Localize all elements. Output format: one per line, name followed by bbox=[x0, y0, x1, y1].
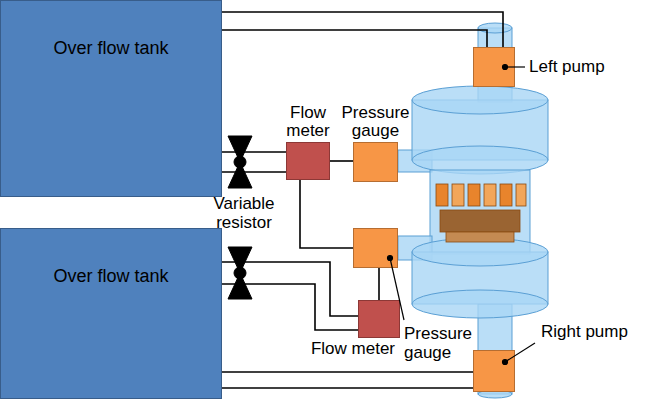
leader-line bbox=[505, 66, 525, 67]
node-label: Left pump bbox=[529, 58, 605, 77]
pipe-line bbox=[378, 268, 380, 300]
motor-coil bbox=[500, 184, 512, 206]
leader-dot bbox=[503, 65, 508, 70]
pipe-line bbox=[330, 160, 353, 162]
tank-box: Over flow tank bbox=[0, 0, 222, 197]
valve-symbol bbox=[234, 267, 246, 279]
pipe-line bbox=[222, 12, 503, 47]
volute-base bbox=[412, 290, 548, 318]
flow-meter-box: Flow meter bbox=[286, 142, 330, 180]
node-label: Over flow tank bbox=[1, 39, 221, 59]
motor-rotor bbox=[446, 232, 514, 242]
motor-rotor bbox=[440, 210, 520, 232]
gauge-box: Left pump bbox=[473, 47, 515, 87]
pipe-opening bbox=[478, 23, 512, 33]
pipe-line bbox=[222, 284, 358, 330]
motor-coil bbox=[484, 184, 496, 206]
pipe-line bbox=[222, 151, 286, 153]
tank-box: Over flow tank bbox=[0, 228, 222, 399]
motor-coil bbox=[468, 184, 480, 206]
leader-dot bbox=[503, 360, 508, 365]
gauge-box: Pressure gauge bbox=[353, 142, 398, 182]
motor-coil bbox=[516, 184, 526, 206]
valve-symbol bbox=[234, 156, 246, 168]
node-label: Flow meter bbox=[311, 340, 395, 359]
pipe-line bbox=[222, 387, 473, 389]
annotation-label: Variable resistor bbox=[213, 195, 274, 232]
leader-line bbox=[505, 343, 535, 362]
leader-line bbox=[390, 258, 404, 320]
pipe-line bbox=[222, 30, 487, 47]
leader-dot bbox=[388, 256, 393, 261]
node-label: Over flow tank bbox=[1, 267, 221, 287]
motor-coil bbox=[436, 184, 448, 206]
pipe-line bbox=[222, 171, 286, 173]
motor-coil bbox=[452, 184, 464, 206]
gauge-box: Right pump bbox=[473, 350, 515, 392]
gauge-box: Pressure gauge bbox=[353, 228, 398, 268]
volute-top bbox=[412, 86, 548, 114]
pipe-line bbox=[222, 371, 473, 373]
node-label: Right pump bbox=[541, 323, 628, 342]
flow-meter-box: Flow meter bbox=[358, 300, 400, 338]
pipe-line bbox=[222, 262, 358, 316]
node-label: Pressure gauge bbox=[404, 325, 472, 362]
node-label: Flow meter bbox=[286, 104, 329, 141]
pipe-line bbox=[300, 180, 353, 248]
node-label: Pressure gauge bbox=[341, 104, 409, 141]
